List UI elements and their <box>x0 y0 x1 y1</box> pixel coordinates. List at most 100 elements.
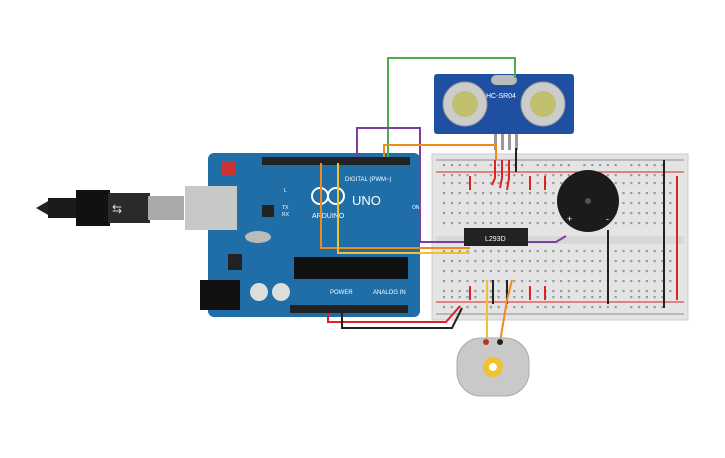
breadboard-hole <box>458 260 461 263</box>
usb-port <box>185 186 237 230</box>
breadboard-hole <box>567 250 570 253</box>
breadboard-hole <box>567 280 570 283</box>
breadboard-hole <box>653 182 656 185</box>
power-jack <box>200 280 240 310</box>
breadboard-hole <box>614 174 617 177</box>
breadboard-hole <box>466 260 469 263</box>
breadboard-hole <box>513 250 516 253</box>
breadboard-hole <box>505 222 508 225</box>
breadboard-hole <box>669 290 672 293</box>
breadboard-hole <box>489 306 492 309</box>
breadboard-hole <box>567 270 570 273</box>
breadboard-hole <box>458 270 461 273</box>
breadboard-hole <box>583 290 586 293</box>
breadboard-hole <box>661 270 664 273</box>
breadboard-hole <box>536 164 539 167</box>
breadboard-hole <box>544 250 547 253</box>
dc-motor <box>456 337 530 397</box>
breadboard-hole <box>661 212 664 215</box>
breadboard-hole <box>443 296 446 299</box>
breadboard-hole <box>638 260 641 263</box>
wire-red-power <box>327 305 461 323</box>
breadboard-hole <box>474 212 477 215</box>
breadboard-hole <box>513 192 516 195</box>
breadboard-hole <box>560 296 563 299</box>
breadboard-hole <box>591 296 594 299</box>
breadboard-hole <box>630 212 633 215</box>
breadboard-hole <box>513 212 516 215</box>
breadboard-hole <box>645 192 648 195</box>
breadboard-hole <box>474 164 477 167</box>
breadboard-hole <box>489 250 492 253</box>
breadboard-hole <box>536 212 539 215</box>
breadboard-hole <box>669 222 672 225</box>
breadboard-hole <box>466 174 469 177</box>
breadboard-hole <box>497 192 500 195</box>
breadboard-hole <box>513 164 516 167</box>
breadboard-hole <box>497 164 500 167</box>
breadboard-hole <box>567 296 570 299</box>
breadboard-hole <box>552 192 555 195</box>
breadboard-hole <box>645 296 648 299</box>
breadboard-hole <box>653 250 656 253</box>
breadboard-hole <box>536 202 539 205</box>
breadboard-hole <box>513 174 516 177</box>
breadboard-hole <box>622 260 625 263</box>
wire-orange-board <box>320 163 470 249</box>
breadboard-hole <box>450 260 453 263</box>
breadboard-hole <box>567 164 570 167</box>
breadboard-hole <box>443 174 446 177</box>
breadboard-hole <box>513 182 516 185</box>
breadboard-hole <box>638 290 641 293</box>
breadboard-hole <box>638 202 641 205</box>
breadboard-hole <box>489 260 492 263</box>
breadboard-hole <box>560 270 563 273</box>
breadboard-hole <box>458 182 461 185</box>
breadboard-hole <box>450 280 453 283</box>
digital-header <box>262 157 410 165</box>
breadboard-hole <box>653 222 656 225</box>
breadboard-hole <box>443 270 446 273</box>
breadboard-hole <box>450 164 453 167</box>
breadboard-hole <box>575 280 578 283</box>
breadboard-hole <box>653 164 656 167</box>
breadboard-hole <box>536 182 539 185</box>
breadboard-hole <box>505 270 508 273</box>
breadboard-hole <box>474 192 477 195</box>
breadboard-hole <box>552 222 555 225</box>
breadboard-hole <box>466 202 469 205</box>
breadboard-hole <box>458 212 461 215</box>
breadboard-hole <box>450 222 453 225</box>
breadboard-hole <box>669 202 672 205</box>
breadboard-hole <box>638 306 641 309</box>
breadboard-hole <box>528 212 531 215</box>
breadboard-hole <box>560 222 563 225</box>
breadboard-hole <box>466 222 469 225</box>
breadboard-hole <box>661 290 664 293</box>
breadboard-hole <box>497 260 500 263</box>
driver-label: L293D <box>485 236 506 243</box>
breadboard-hole <box>638 182 641 185</box>
breadboard-hole <box>638 280 641 283</box>
breadboard-hole <box>458 192 461 195</box>
breadboard-hole <box>536 306 539 309</box>
breadboard-hole <box>482 260 485 263</box>
breadboard-hole <box>497 202 500 205</box>
breadboard-hole <box>474 306 477 309</box>
breadboard-hole <box>513 306 516 309</box>
breadboard-hole <box>482 212 485 215</box>
breadboard-hole <box>614 280 617 283</box>
breadboard-hole <box>513 270 516 273</box>
reset-button[interactable] <box>222 161 236 175</box>
wire-black-gnd <box>341 307 463 329</box>
breadboard-hole <box>482 290 485 293</box>
breadboard-hole <box>638 270 641 273</box>
breadboard-hole <box>505 250 508 253</box>
breadboard-hole <box>560 290 563 293</box>
breadboard-hole <box>521 212 524 215</box>
wire-green <box>387 57 516 157</box>
breadboard-hole <box>669 270 672 273</box>
breadboard-hole <box>552 270 555 273</box>
breadboard-hole <box>653 202 656 205</box>
